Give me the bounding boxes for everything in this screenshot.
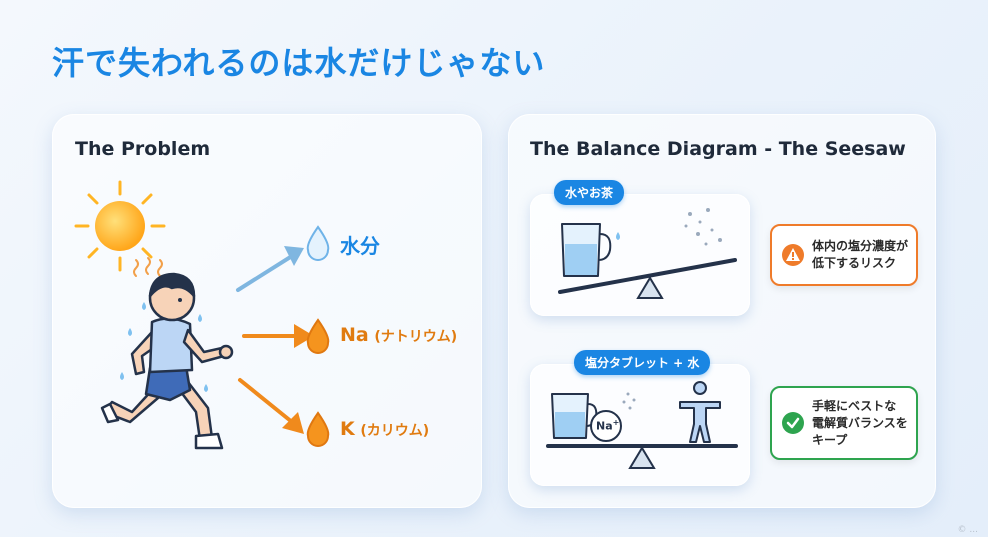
arrow-to-water-icon: [236, 246, 304, 292]
water-tea-panel: [530, 194, 750, 316]
check-icon: [782, 412, 804, 434]
arrow-to-potassium-icon: [238, 378, 304, 434]
water-tea-pill: 水やお茶: [554, 180, 625, 205]
footer-credit: © ...: [957, 525, 978, 535]
sodium-name: (ナトリウム): [374, 329, 458, 345]
tilted-seesaw-icon: [558, 208, 737, 299]
potassium-symbol: K: [340, 418, 355, 440]
arrow-to-sodium-icon: [242, 324, 314, 348]
heat-wave-icon: [133, 257, 163, 277]
sodium-label: Na (ナトリウム): [340, 324, 457, 346]
problem-card: The Problem: [52, 114, 482, 508]
potassium-name: (カリウム): [360, 423, 430, 439]
sodium-ion-label: Na+: [596, 418, 619, 433]
keep-balance-callout-text: 手軽にベストな 電解質バランスを キープ: [812, 398, 908, 447]
sodium-ion-symbol: Na: [596, 419, 613, 433]
page-title: 汗で失われるのは水だけじゃない: [52, 44, 546, 82]
sodium-drop-icon: [306, 318, 330, 354]
running-boy-icon: [100, 272, 234, 450]
potassium-label: K (カリウム): [340, 418, 429, 440]
warning-icon: [782, 244, 804, 266]
keep-balance-callout: 手軽にベストな 電解質バランスを キープ: [770, 386, 918, 460]
risk-callout-text: 体内の塩分濃度が 低下するリスク: [812, 239, 909, 270]
sodium-symbol: Na: [340, 324, 369, 346]
risk-callout: 体内の塩分濃度が 低下するリスク: [770, 224, 918, 286]
water-drop-icon: [306, 225, 330, 261]
problem-heading: The Problem: [75, 138, 211, 160]
sun-icon: [74, 180, 166, 272]
salt-tablet-pill: 塩分タブレット + 水: [574, 350, 711, 375]
balance-heading: The Balance Diagram - The Seesaw: [530, 138, 906, 160]
balanced-seesaw-icon: [546, 381, 738, 469]
potassium-drop-icon: [306, 411, 330, 447]
sodium-ion-charge: +: [612, 418, 620, 427]
water-label: 水分: [340, 234, 380, 258]
balance-card: The Balance Diagram - The Seesaw 水やお茶: [508, 114, 936, 508]
salt-tablet-panel: Na+: [530, 364, 750, 486]
